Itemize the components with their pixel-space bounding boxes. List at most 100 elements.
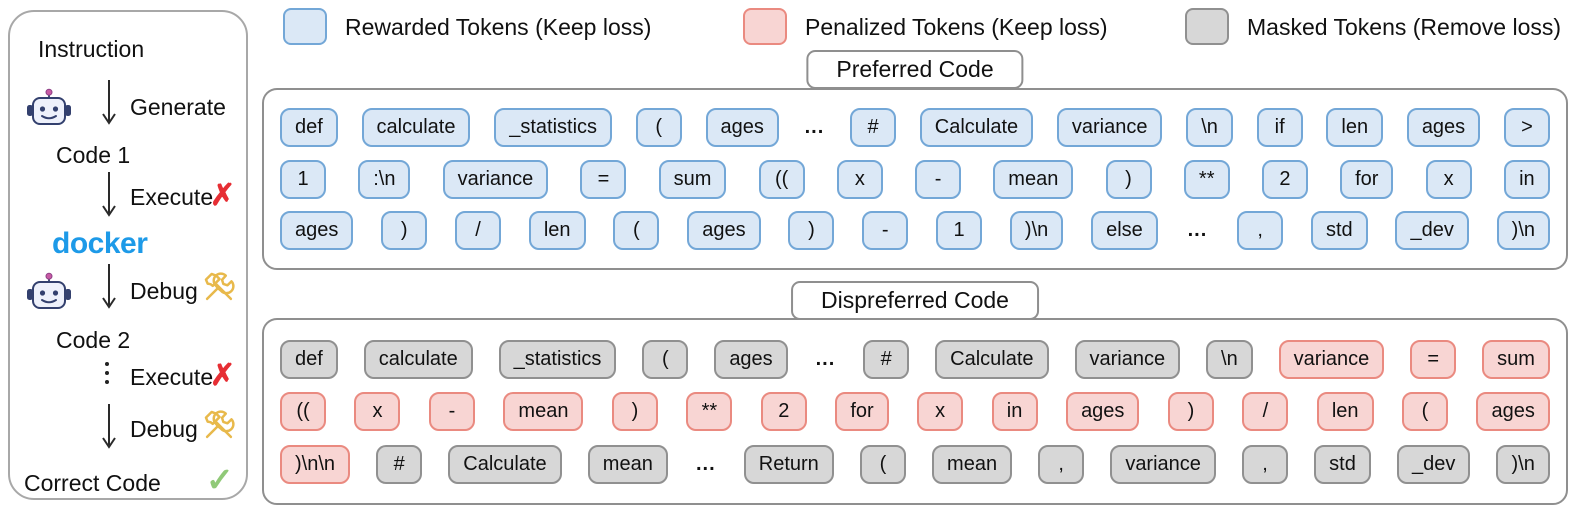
arrow-down-icon [102, 172, 116, 217]
hammer-wrench-icon [204, 272, 235, 301]
code-token-masked: ( [859, 444, 906, 484]
code-token-rewarded: calculate [361, 108, 471, 148]
arrow-down-icon [102, 404, 116, 449]
correct-code-label: Correct Code [24, 470, 161, 496]
generate-label: Generate [130, 94, 226, 120]
code-token-rewarded: , [1237, 210, 1284, 250]
docker-logo: docker [52, 227, 148, 260]
code-token-penalized: in [991, 392, 1038, 431]
code-token-rewarded: std [1310, 210, 1368, 250]
code-token-rewarded: )\n [1009, 210, 1064, 250]
code-token-masked: mean [932, 444, 1013, 484]
masked-swatch [1185, 8, 1229, 45]
dispreferred-code-title: Dispreferred Code [791, 281, 1039, 320]
code-token-masked: variance [1110, 444, 1216, 484]
code-token-penalized: ( [1402, 392, 1449, 431]
code-token-rewarded: )\n [1496, 210, 1550, 250]
code-token-rewarded: x [1425, 159, 1472, 199]
code-token-masked: _statistics [498, 339, 617, 379]
arrow-down-icon [102, 80, 116, 125]
code-token-penalized: variance [1278, 339, 1385, 379]
code-token-rewarded: 1 [280, 159, 326, 199]
code-token-rewarded: def [280, 108, 338, 148]
code-token-penalized: / [1242, 392, 1289, 431]
code-token-masked: Calculate [448, 444, 562, 484]
instruction-flow-panel: Instruction Generate Code 1 Execute ✗ do… [8, 10, 248, 500]
code-token-penalized: len [1316, 392, 1374, 431]
legend-label: Rewarded Tokens (Keep loss) [345, 13, 652, 40]
code-token-rewarded: (( [758, 159, 805, 199]
code-token-penalized: = [1410, 339, 1457, 379]
ellipsis-text: ... [804, 116, 825, 139]
code-token-masked: , [1242, 444, 1289, 484]
robot-icon [27, 88, 71, 125]
code-token-rewarded: ** [1183, 159, 1230, 199]
code-token-rewarded: - [915, 159, 962, 199]
code-token-penalized: x [917, 392, 964, 431]
fail-x-icon: ✗ [210, 359, 236, 392]
code-token-rewarded: / [455, 210, 502, 250]
code-token-rewarded: ages [687, 210, 761, 250]
execute2-label: Execute [130, 364, 214, 390]
code1-label: Code 1 [56, 142, 131, 168]
code-token-rewarded: ages [1406, 108, 1481, 148]
code-token-rewarded: > [1503, 108, 1550, 148]
code-token-rewarded: mean [993, 159, 1074, 199]
code-token-rewarded: len [528, 210, 586, 250]
code-token-rewarded: x [836, 159, 883, 199]
hammer-wrench-icon [204, 410, 235, 439]
code2-label: Code 2 [56, 327, 131, 353]
code-token-rewarded: ( [613, 210, 660, 250]
code-token-rewarded: Calculate [919, 108, 1034, 148]
preferred-token-rows: def calculate _statistics ( ages... # Calculat… [264, 90, 1566, 268]
code-token-rewarded: _statistics [494, 108, 613, 148]
code-token-rewarded: in [1503, 159, 1550, 199]
code-token-masked: def [280, 339, 338, 379]
code-token-rewarded: if [1256, 108, 1303, 148]
code-token-masked: Calculate [935, 339, 1049, 379]
code-token-rewarded: variance [442, 159, 549, 199]
code-token-penalized: 2 [760, 392, 807, 431]
ellipsis-text: ... [695, 452, 716, 475]
code-token-masked: , [1038, 444, 1085, 484]
code-token-masked: mean [587, 444, 668, 484]
code-token-rewarded: ) [788, 210, 835, 250]
penalized-swatch [743, 8, 787, 45]
ellipsis-text: ... [815, 347, 836, 370]
code-token-rewarded: \n [1186, 108, 1233, 148]
legend-item-penalized: Penalized Tokens (Keep loss) [743, 8, 1108, 45]
code-token-rewarded: 1 [936, 210, 983, 250]
preferred-code-title: Preferred Code [806, 50, 1024, 89]
code-token-rewarded: else [1091, 210, 1158, 250]
code-token-rewarded: variance [1056, 108, 1163, 148]
code-token-masked: # [376, 444, 423, 484]
code-token-penalized: ages [1476, 392, 1550, 431]
token-row: )\n\n # Calculate mean... Return ( mean, varian… [280, 444, 1550, 484]
check-icon: ✓ [206, 461, 234, 498]
code-token-rewarded: ) [1105, 159, 1152, 199]
code-token-penalized: ages [1066, 392, 1140, 431]
code-token-rewarded: for [1340, 159, 1394, 199]
code-token-rewarded: sum [658, 159, 727, 199]
code-token-penalized: - [428, 392, 475, 431]
rewarded-swatch [283, 8, 327, 45]
code-token-penalized: sum [1482, 339, 1550, 379]
instruction-label: Instruction [38, 36, 145, 62]
code-token-rewarded: ) [381, 210, 428, 250]
code-token-penalized: )\n\n [280, 444, 351, 484]
code-token-masked: ( [642, 339, 689, 379]
code-token-masked: Return [743, 444, 834, 484]
code-token-rewarded: len [1326, 108, 1384, 148]
legend-label: Masked Tokens (Remove loss) [1247, 13, 1562, 40]
code-token-rewarded: # [850, 108, 897, 148]
code-token-penalized: (( [280, 392, 326, 431]
preferred-code-section: Preferred Code def calculate _statistics ( a… [262, 50, 1568, 270]
fail-x-icon: ✗ [210, 179, 236, 212]
code-token-penalized: mean [503, 392, 584, 431]
